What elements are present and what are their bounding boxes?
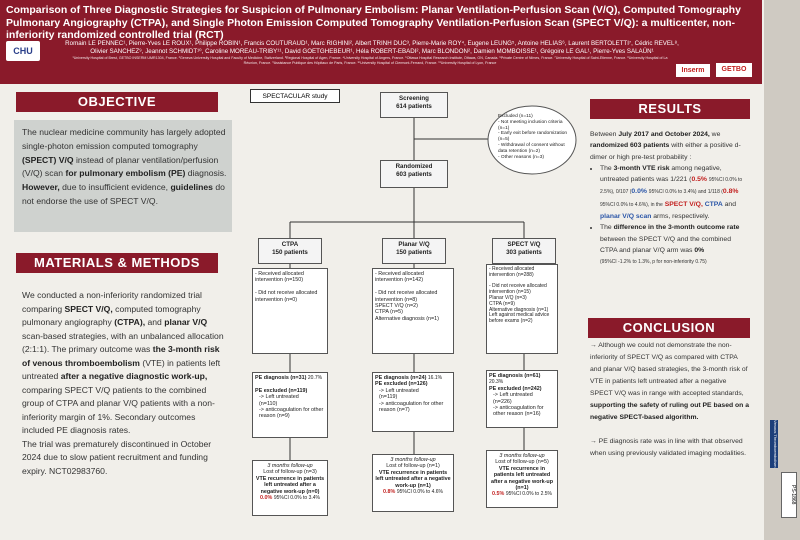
arm-planar-diagnosis: PE diagnosis (n=24) 16.1% PE excluded (n… [372,372,454,432]
arm-spect-allocation: - Received allocated intervention (n=288… [486,264,558,354]
arm-planar-followup: 3 months follow-up Lost of follow-up (n=… [372,454,454,512]
getbo-logo: GETBO [716,63,752,77]
methods-heading: MATERIALS & METHODS [16,253,218,273]
arm-ctpa-diagnosis: PE diagnosis (n=31) 20.7% PE excluded (n… [252,372,328,438]
conclusion-text: → Although we could not demonstrate the … [590,342,749,457]
objective-text: The nuclear medicine community has large… [22,127,227,206]
screening-box: Screening 614 patients [380,92,448,118]
poster-title: Comparison of Three Diagnostic Strategie… [6,4,741,41]
arm-spect-header: SPECT V/Q 303 patients [492,238,556,264]
arm-planar-header: Planar V/Q 150 patients [382,238,446,264]
arm-ctpa-allocation: - Received allocated intervention (n=150… [252,268,328,354]
objective-heading: OBJECTIVE [16,92,218,112]
results-item-difference: The difference in the 3-month outcome ra… [600,222,750,268]
arm-spect-diagnosis: PE diagnosis (n=61) 20.3% PE excluded (n… [486,370,558,428]
study-name-box: SPECTACULAR study [250,89,340,103]
randomized-box: Randomized 603 patients [380,160,448,188]
arm-ctpa-header: CTPA 150 patients [258,238,322,264]
poster-header: Comparison of Three Diagnostic Strategie… [0,0,762,84]
conclusion-heading: CONCLUSION [588,318,750,338]
excluded-box: Excluded (n=11) - Not meeting inclusion … [498,114,568,160]
objective-box [14,120,232,232]
arm-planar-allocation: - Received allocated intervention (n=142… [372,268,454,354]
methods-text: We conducted a non-inferiority randomize… [22,290,224,476]
author-list: Romain LE PENNEC¹, Pierre-Yves LE ROUX¹,… [65,40,679,55]
inserm-logo: Inserm [676,64,710,77]
results-item-vte-risk: The 3-month VTE risk among negative, unt… [600,163,750,222]
chu-logo: CHU [6,41,40,61]
arm-spect-followup: 3 months follow-up Lost of follow-up (n=… [486,450,558,508]
results-list: The 3-month VTE risk among negative, unt… [590,163,750,269]
results-text: Between July 2017 and October 2024, we r… [590,129,750,269]
arm-ctpa-followup: 3 months follow-up Lost of follow-up (n=… [252,460,328,516]
category-tag: Venous Thromboembolism [770,420,778,468]
results-heading: RESULTS [590,99,750,119]
poster-id-tag: PS-1868 [781,472,797,518]
affiliations: ¹University Hospital of Brest, GETBO INS… [72,56,668,65]
